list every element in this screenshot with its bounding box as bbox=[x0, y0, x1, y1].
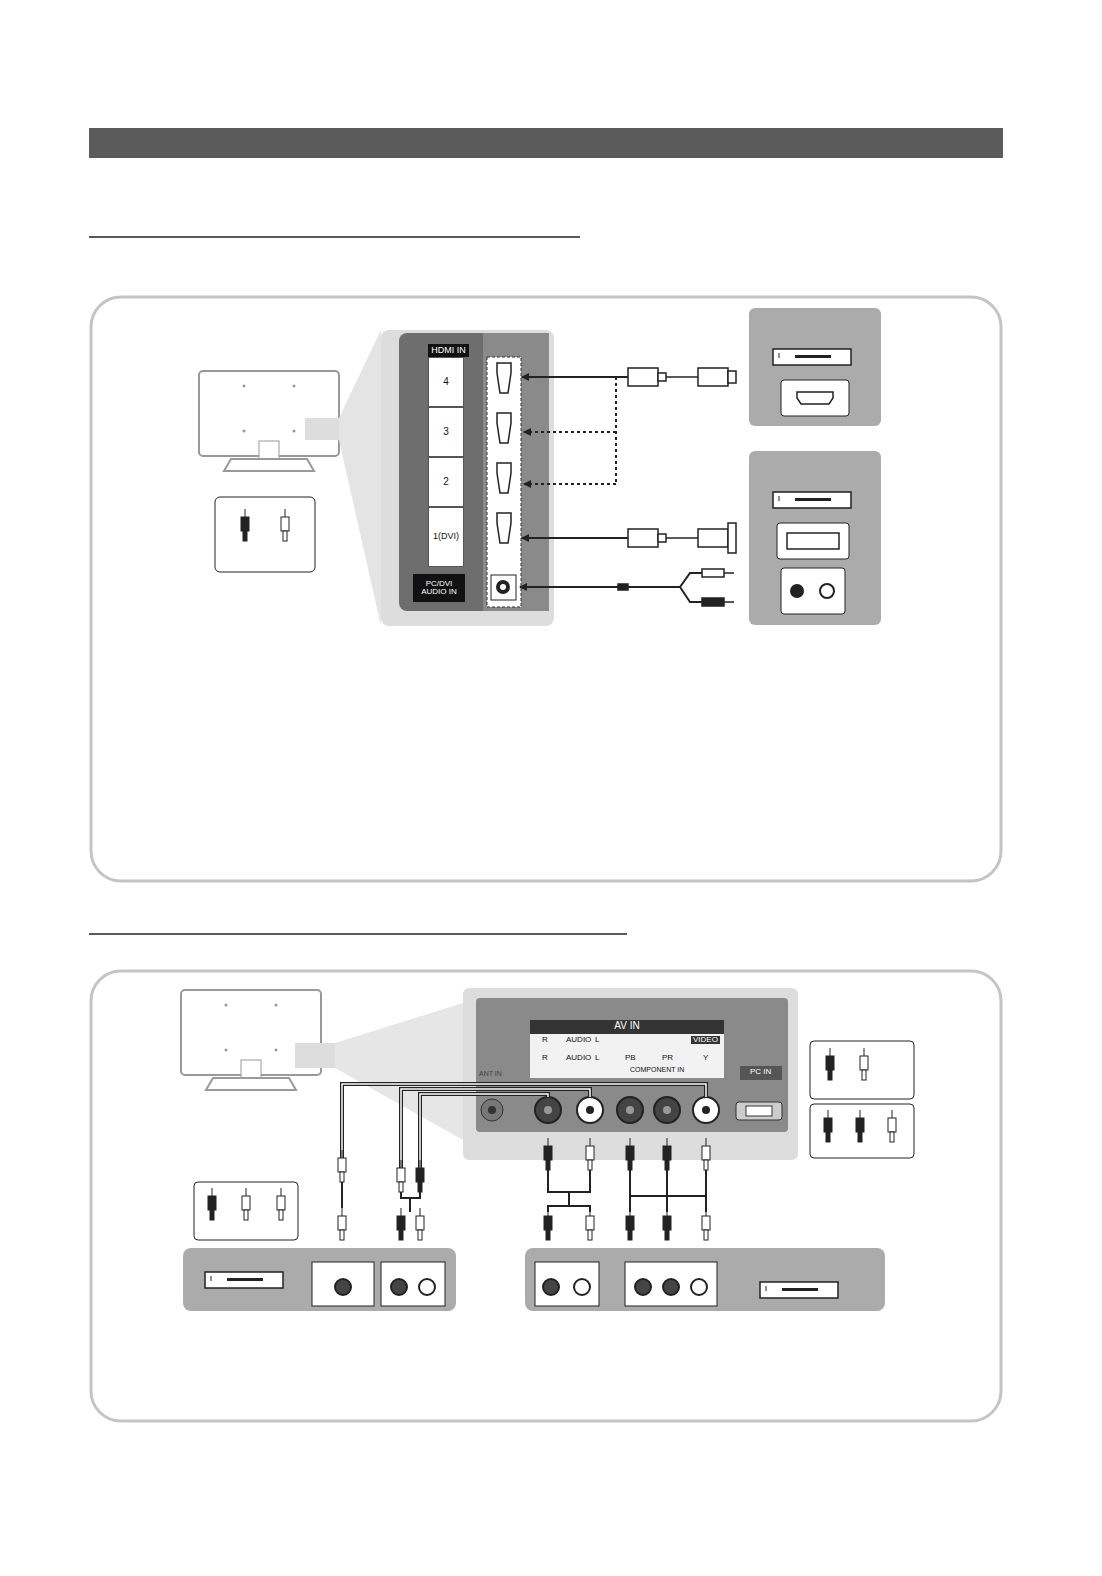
panel-label: L bbox=[595, 1036, 599, 1044]
port-label: 1(DVI) bbox=[433, 532, 459, 541]
port-box: 1(DVI) bbox=[428, 507, 464, 567]
panel-label: R bbox=[542, 1054, 548, 1062]
port-label: HDMI IN bbox=[431, 346, 466, 355]
port-box: 4 bbox=[428, 357, 464, 407]
port-label: PC/DVI AUDIO IN bbox=[415, 580, 463, 597]
port-label: 4 bbox=[443, 377, 449, 388]
panel-label: R bbox=[542, 1036, 548, 1044]
port-label: 2 bbox=[443, 477, 449, 488]
panel-label: Y bbox=[703, 1054, 708, 1062]
panel-label: L bbox=[595, 1054, 599, 1062]
panel-label: VIDEO bbox=[691, 1036, 720, 1044]
port-box: 3 bbox=[428, 407, 464, 457]
panel-label: PB bbox=[625, 1054, 636, 1062]
port-label-box: PC/DVI AUDIO IN bbox=[413, 574, 465, 602]
panel-label: AV IN bbox=[614, 1021, 639, 1032]
port-box: 2 bbox=[428, 457, 464, 507]
header-label: HDMI IN bbox=[428, 344, 469, 357]
panel-label: PR bbox=[662, 1054, 673, 1062]
panel-label: COMPONENT IN bbox=[630, 1066, 684, 1073]
panel-label: ANT IN bbox=[479, 1070, 502, 1077]
panel-label: PC IN bbox=[750, 1068, 771, 1076]
panel-label: AUDIO bbox=[566, 1054, 591, 1062]
port-label: 3 bbox=[443, 427, 449, 438]
panel-label: AUDIO bbox=[566, 1036, 591, 1044]
